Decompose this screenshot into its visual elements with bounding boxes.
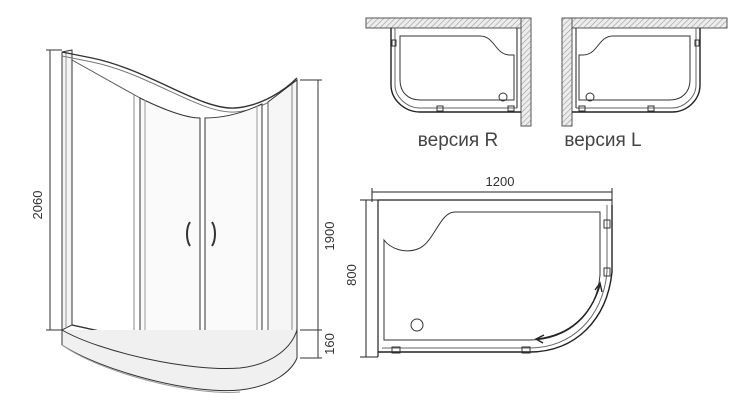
left-fixed-panel — [61, 49, 73, 331]
door-height-label: 1900 — [322, 222, 337, 251]
drain-icon — [585, 92, 595, 102]
perspective-view — [61, 49, 298, 393]
top-rail — [61, 51, 298, 109]
version-l-label: версия L — [564, 130, 641, 151]
door-handle-icon — [211, 221, 216, 247]
total-height-label: 2060 — [30, 191, 45, 220]
version-l-plan — [561, 17, 728, 127]
version-r-plan — [365, 17, 532, 127]
right-fixed-panel — [267, 78, 298, 349]
double-arrow-icon — [537, 284, 601, 340]
depth-label: 800 — [344, 264, 359, 286]
drain-icon — [498, 92, 508, 102]
height-dimension — [46, 49, 62, 331]
shower-tray — [61, 330, 298, 392]
dimensioned-plan — [360, 188, 613, 358]
door-handle-icon — [186, 221, 191, 247]
drain-icon — [410, 318, 424, 332]
tray-height-label: 160 — [322, 333, 337, 355]
left-sliding-door — [139, 97, 201, 353]
door-height-dimension — [300, 79, 322, 359]
width-label: 1200 — [486, 174, 515, 189]
version-r-label: версия R — [418, 130, 498, 151]
